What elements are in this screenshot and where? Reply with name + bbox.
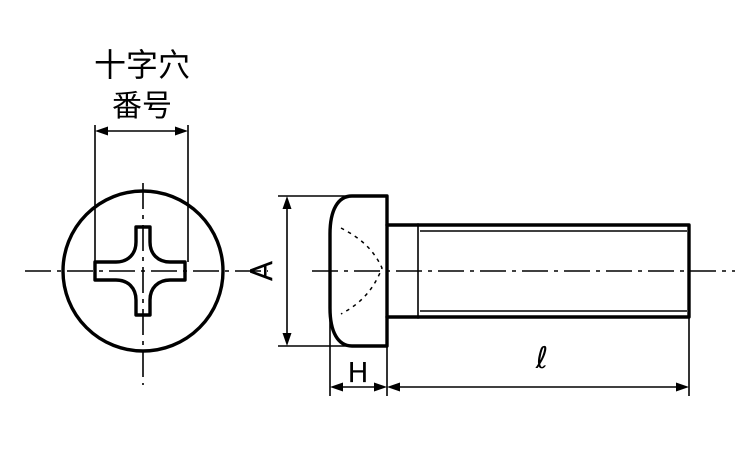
recess-hidden-lines (340, 227, 383, 315)
screw-shank (416, 223, 691, 319)
end-view (25, 183, 268, 385)
head-diameter-dimension (278, 195, 350, 347)
cross-recess (93, 225, 187, 317)
cross-recess-dimension (94, 125, 189, 262)
dimension-label-a: A (245, 260, 280, 281)
cross-recess-label-line2: 番号 (112, 89, 172, 124)
head-height-dimension (329, 312, 388, 396)
length-dimension (387, 317, 690, 396)
dimension-label-h: H (347, 356, 368, 389)
dimension-label-length: ℓ (535, 341, 548, 376)
side-view (312, 194, 735, 348)
cross-recess-label-line1: 十字穴 (94, 46, 190, 84)
screw-neck (385, 223, 420, 319)
